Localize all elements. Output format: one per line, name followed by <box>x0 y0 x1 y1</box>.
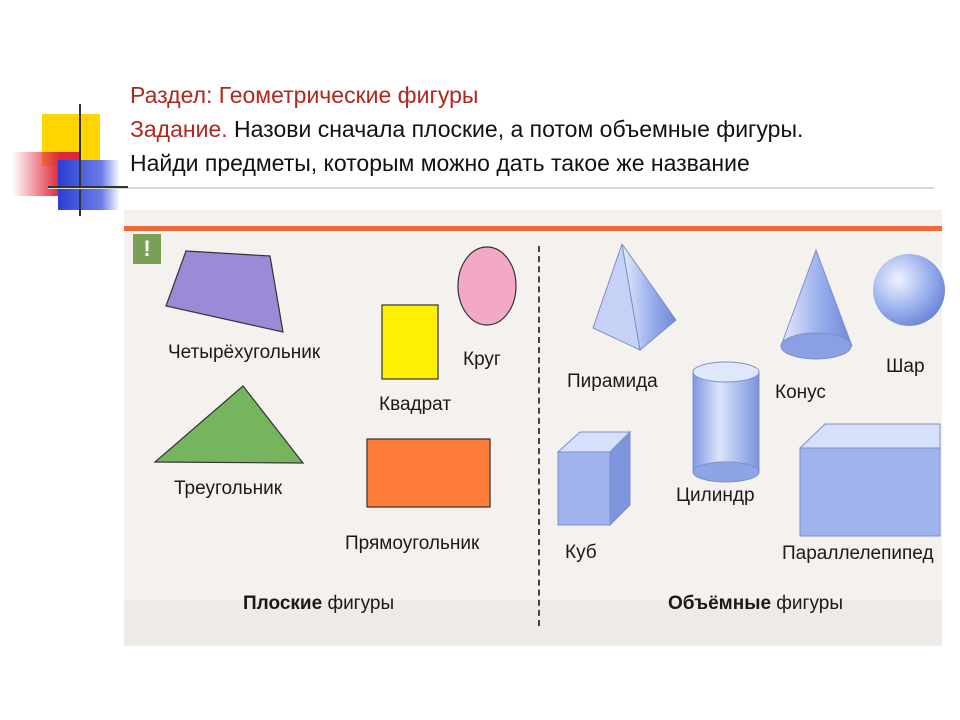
parallelepiped-shape <box>798 423 941 537</box>
page-bottom-strip <box>124 600 942 646</box>
label-rectangle: Прямоугольник <box>345 533 480 554</box>
label-parallelepiped: Параллелепипед <box>782 543 934 564</box>
sphere-shape <box>873 254 945 326</box>
circle-shape <box>457 246 517 326</box>
task-text: Назови сначала плоские, а потом объемные… <box>234 116 804 142</box>
task-text-2: Найди предметы, которым можно дать такое… <box>130 150 750 176</box>
label-triangle: Треугольник <box>174 478 283 499</box>
label-quadrilateral: Четырёхугольник <box>168 342 321 363</box>
triangle-shape <box>153 385 305 464</box>
caption-solid-rest: фигуры <box>776 593 843 614</box>
cylinder-shape <box>692 361 760 483</box>
page-top-band <box>124 226 942 231</box>
caption-flat-bold: Плоские <box>243 593 323 614</box>
deco-horizontal-line <box>48 186 128 188</box>
slide-heading: Раздел: Геометрические фигуры Задание. Н… <box>130 78 803 180</box>
section-title: Раздел: Геометрические фигуры <box>130 82 479 108</box>
square-shape <box>381 304 439 380</box>
caption-flat-rest: фигуры <box>327 593 395 614</box>
deco-vertical-line <box>79 104 81 216</box>
label-cone: Конус <box>775 382 826 403</box>
label-circle: Круг <box>463 349 501 370</box>
rectangle-shape <box>366 438 491 508</box>
label-sphere: Шар <box>886 356 925 377</box>
deco-blue-square <box>58 160 120 210</box>
deco-horizontal-rule <box>48 187 934 189</box>
cone-shape <box>780 248 853 360</box>
task-label: Задание. <box>130 116 228 142</box>
pyramid-shape <box>592 243 677 351</box>
quadrilateral-shape <box>165 250 284 333</box>
label-cube: Куб <box>565 542 597 563</box>
caption-flat-figures: Плоские фигуры <box>243 593 394 615</box>
section-divider <box>538 246 540 626</box>
exclamation-marker: ! <box>133 234 161 264</box>
label-square: Квадрат <box>379 394 452 415</box>
cube-shape <box>556 430 632 527</box>
caption-solid-figures: Объёмные фигуры <box>668 593 843 615</box>
label-pyramid: Пирамида <box>567 371 658 392</box>
label-cylinder: Цилиндр <box>676 485 755 506</box>
caption-solid-bold: Объёмные <box>668 593 772 614</box>
